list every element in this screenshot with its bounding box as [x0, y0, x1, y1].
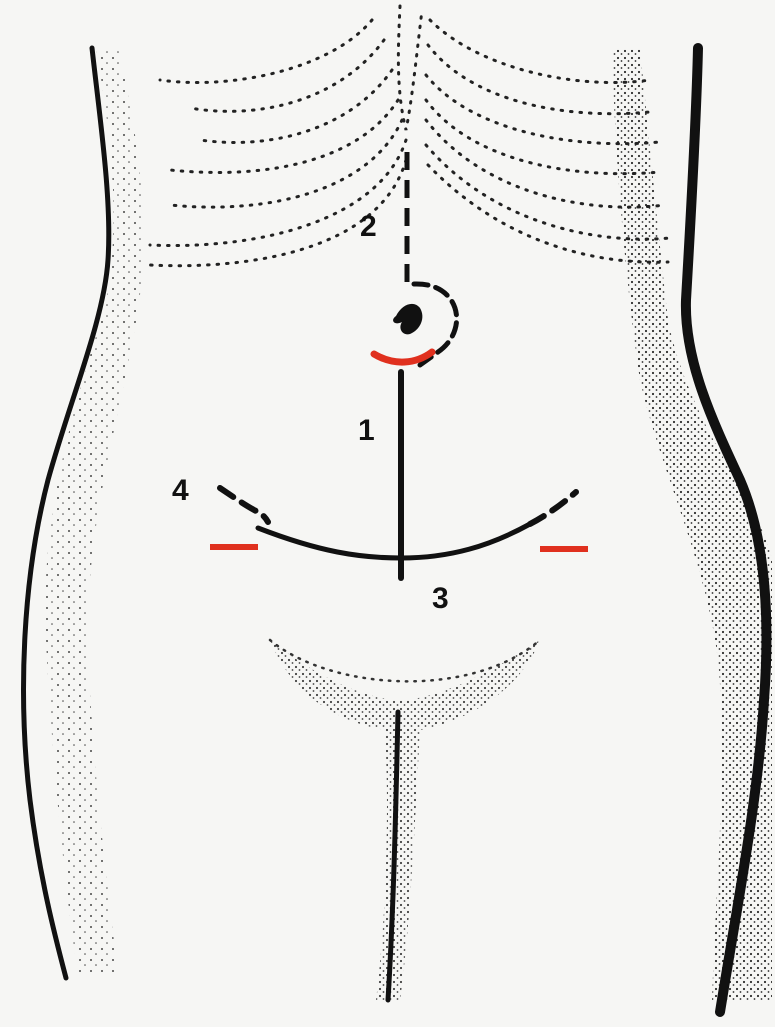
- label-3: 3: [432, 582, 449, 615]
- umbilical-marker: [374, 352, 432, 362]
- label-2: 2: [360, 210, 377, 243]
- groin-shading: [270, 640, 540, 1000]
- rib-cage-lines: [150, 6, 670, 266]
- incision-4-left-extension: [220, 488, 268, 522]
- label-1: 1: [358, 414, 375, 447]
- umbilicus: [393, 304, 422, 334]
- label-4: 4: [172, 474, 189, 507]
- left-flank-shading: [45, 48, 143, 975]
- incision-3-transverse: [258, 524, 530, 558]
- incision-4-right-extension: [530, 492, 576, 524]
